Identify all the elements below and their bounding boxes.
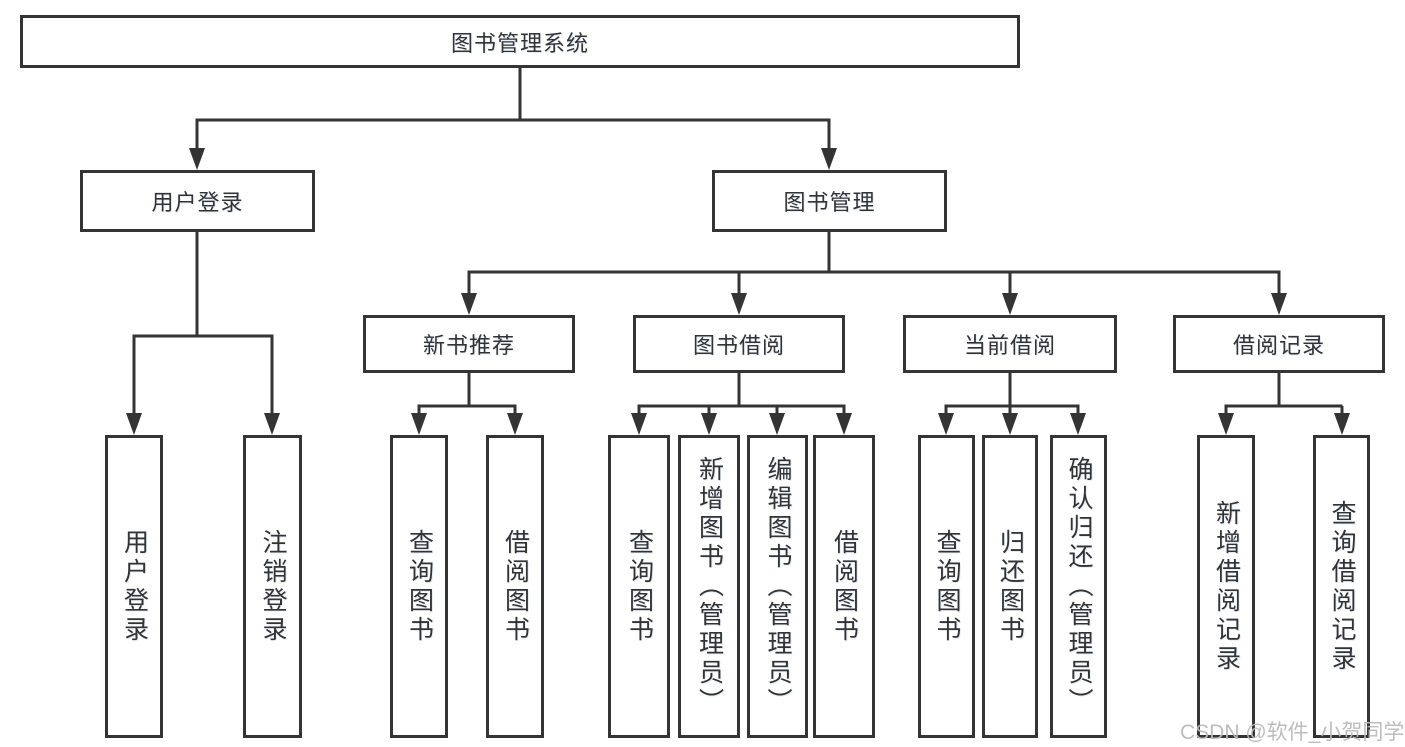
- leaf-return-book-label: 归还图书: [996, 528, 1025, 645]
- node-new-book-recommend: 新书推荐: [363, 315, 575, 373]
- node-user-login: 用户登录: [80, 170, 315, 232]
- leaf-user-login: 用户登录: [105, 435, 163, 738]
- node-user-login-label: 用户登录: [151, 190, 244, 215]
- csdn-watermark: CSDN @软件_小贺同学: [1180, 721, 1405, 744]
- leaf-user-login-label: 用户登录: [120, 528, 149, 645]
- leaf-logout: 注销登录: [243, 435, 302, 738]
- node-current-borrow-label: 当前借阅: [963, 333, 1056, 358]
- leaf-borrow-books-recommend: 借阅图书: [486, 435, 544, 738]
- leaf-edit-book-admin: 编辑图书（管理员）: [747, 435, 808, 738]
- node-book-borrow: 图书借阅: [633, 315, 845, 373]
- leaf-borrow-books-recommend-label: 借阅图书: [501, 528, 530, 645]
- node-current-borrow: 当前借阅: [903, 315, 1117, 373]
- leaf-query-books-current-label: 查询图书: [933, 528, 961, 645]
- node-borrow-records-label: 借阅记录: [1232, 333, 1325, 358]
- leaf-query-borrow-record-label: 查询借阅记录: [1328, 499, 1356, 674]
- leaf-return-book: 归还图书: [982, 435, 1038, 738]
- node-borrow-records: 借阅记录: [1173, 315, 1385, 373]
- leaf-add-book-admin-label: 新增图书（管理员）: [695, 456, 724, 717]
- leaf-query-books-borrow: 查询图书: [608, 435, 670, 738]
- leaf-borrow-books-label: 借阅图书: [830, 528, 859, 645]
- node-book-management: 图书管理: [712, 170, 947, 232]
- leaf-query-books-recommend-label: 查询图书: [405, 528, 434, 645]
- node-root: 图书管理系统: [20, 15, 1020, 68]
- node-book-borrow-label: 图书借阅: [692, 333, 785, 358]
- leaf-query-books-recommend: 查询图书: [390, 435, 448, 738]
- leaf-add-borrow-record-label: 新增借阅记录: [1212, 499, 1241, 674]
- node-new-book-recommend-label: 新书推荐: [422, 333, 515, 358]
- leaf-query-borrow-record: 查询借阅记录: [1313, 435, 1370, 738]
- leaf-edit-book-admin-label: 编辑图书（管理员）: [764, 456, 792, 717]
- leaf-add-borrow-record: 新增借阅记录: [1197, 435, 1255, 738]
- leaf-confirm-return-admin-label: 确认归还（管理员）: [1065, 456, 1093, 717]
- leaf-query-books-borrow-label: 查询图书: [625, 528, 654, 645]
- leaf-logout-label: 注销登录: [259, 528, 287, 645]
- node-root-label: 图书管理系统: [450, 30, 589, 56]
- node-book-management-label: 图书管理: [783, 190, 876, 215]
- leaf-confirm-return-admin: 确认归还（管理员）: [1050, 435, 1107, 738]
- leaf-add-book-admin: 新增图书（管理员）: [678, 435, 740, 738]
- leaf-query-books-current: 查询图书: [918, 435, 975, 738]
- leaf-borrow-books: 借阅图书: [813, 435, 875, 738]
